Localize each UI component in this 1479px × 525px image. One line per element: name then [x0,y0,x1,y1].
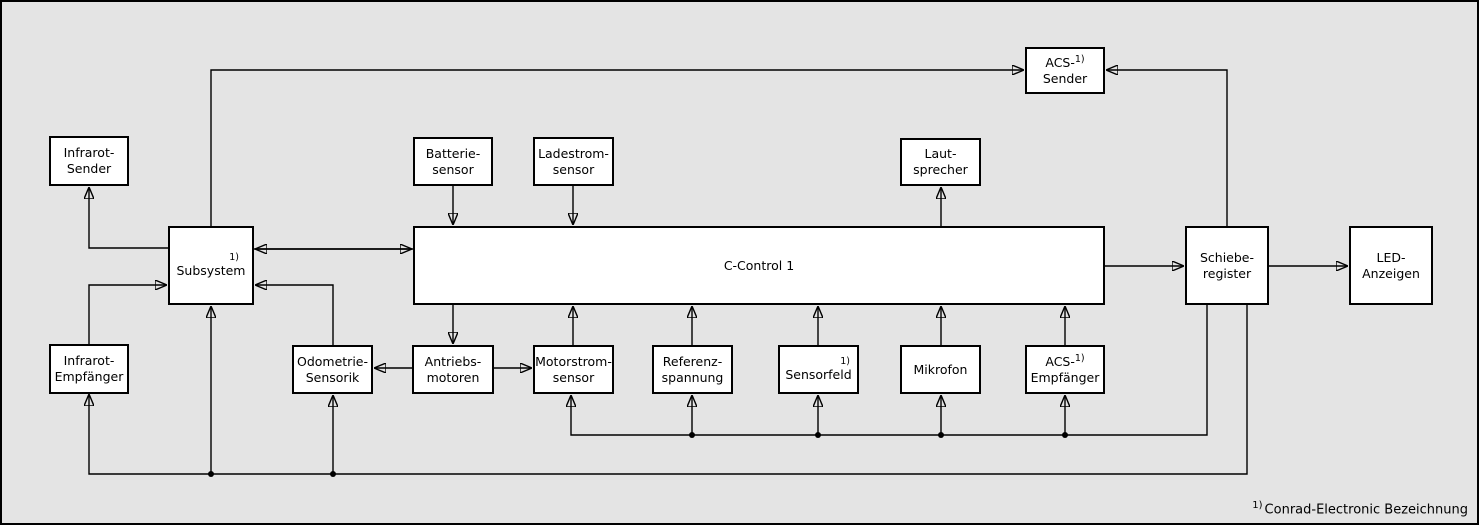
footnote-marker: 1) [1074,53,1085,65]
block-label: motoren [426,369,480,385]
block-label: Subsystem [176,262,246,278]
block-label: ACS- [1045,54,1075,70]
block-ladestrom-sensor: Ladestrom- sensor [533,137,614,186]
block-label: Batterie- [425,145,481,161]
footnote-marker: 1) [1252,499,1263,511]
block-label: Laut- [924,146,957,161]
block-acs-sender: ACS-1) Sender [1025,47,1105,94]
footnote: 1)Conrad-Electronic Bezeichnung [1252,500,1468,517]
block-label: Sensorik [305,369,360,385]
block-label: sensor [552,161,595,177]
footnote-marker: 1) [840,355,850,367]
block-label: Empfänger [54,369,124,384]
block-label: Sensorfeld [785,366,852,382]
block-subsystem: 1) Subsystem [168,226,254,305]
block-label: Antriebs- [424,353,482,369]
footnote-text: Conrad-Electronic Bezeichnung [1264,502,1468,517]
block-label: sensor [552,369,595,385]
footnote-marker: 1) [1074,352,1085,364]
block-referenz-spannung: Referenz- spannung [652,345,733,394]
block-sensorfeld: 1) Sensorfeld [778,345,859,394]
block-schiebe-register: Schiebe- register [1185,226,1269,305]
edge-subsystem-to-acs-sender [210,70,1023,226]
block-label: Infrarot- [63,353,115,368]
block-infrarot-empfaenger: Infrarot- Empfänger [49,344,129,394]
block-label: Odometrie- [296,353,368,369]
block-label: Motorstrom- [535,353,612,369]
block-label: register [1202,265,1252,281]
edge-infrarot-empfaenger-to-subsystem [88,285,166,344]
junction-dot [208,471,214,477]
junction-dot [815,432,821,438]
block-laut-sprecher: Laut- sprecher [900,138,981,186]
block-antriebs-motoren: Antriebs- motoren [412,345,494,394]
bus-schiebe-to-sensors-main [571,305,1208,436]
block-label: Mikrofon [913,361,968,377]
junction-dot [938,432,944,438]
block-label: sensor [432,161,474,177]
edge-odometrie-to-subsystem [256,285,334,345]
block-label: ACS- [1045,353,1075,369]
block-label: sprecher [913,162,968,177]
edge-subsystem-to-infrarot-sender [89,188,168,249]
junction-dot [689,432,695,438]
edge-schiebe-register-to-acs-sender [1107,70,1228,226]
block-label: Infrarot- [63,145,115,160]
block-label: Referenz- [662,353,723,369]
block-batterie-sensor: Batterie- sensor [413,137,493,186]
block-label: Empfänger [1030,369,1100,385]
block-odometrie-sensorik: Odometrie- Sensorik [292,345,373,394]
block-label: Sender [1042,70,1088,86]
block-infrarot-sender: Infrarot- Sender [49,136,129,186]
block-label: Sender [66,161,112,176]
block-label: Ladestrom- [538,145,609,161]
block-label: Schiebe- [1199,249,1255,265]
block-label: LED- [1376,249,1406,265]
block-label: C-Control 1 [723,257,795,273]
junction-dot [1062,432,1068,438]
block-label: Anzeigen [1362,265,1420,281]
block-motorstrom-sensor: Motorstrom- sensor [533,345,614,394]
footnote-marker: 1) [229,251,239,263]
block-led-anzeigen: LED- Anzeigen [1349,226,1433,305]
block-acs-empfaenger: ACS-1) Empfänger [1025,345,1105,394]
block-mikrofon: Mikrofon [900,345,981,394]
block-c-control-1: C-Control 1 [413,226,1105,305]
block-label: spannung [661,369,724,385]
bus-schiebe-to-left-main [89,305,1248,475]
junction-dot [330,471,336,477]
